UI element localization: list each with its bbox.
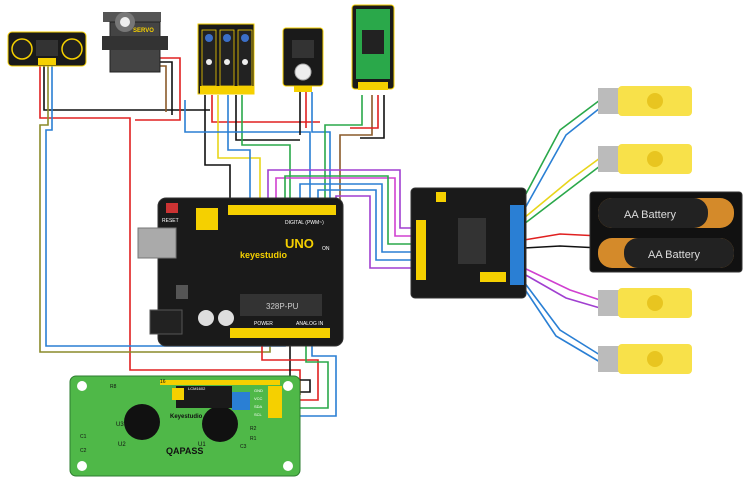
wire-motor3-purple bbox=[523, 273, 601, 309]
wire-bt-red bbox=[350, 95, 379, 129]
wire-battery-black bbox=[523, 245, 601, 249]
lcd-c3-label: C3 bbox=[240, 444, 247, 450]
wire-motor4-blue bbox=[523, 281, 601, 356]
wire-bt-brown bbox=[339, 95, 373, 205]
arduino-uno-board: RESET DIGITAL (PWM~) UNO keyestudio 328P… bbox=[137, 197, 344, 347]
line-tracking-sensors bbox=[197, 23, 255, 95]
ultrasonic-sensor bbox=[7, 31, 87, 67]
gear-motor-4 bbox=[598, 344, 692, 374]
lcd-u2-label: U2 bbox=[118, 442, 126, 448]
wire-ultrasonic-olive bbox=[39, 65, 271, 353]
lcd-u3-label: U3 bbox=[116, 422, 124, 428]
battery-pack: AA Battery AA Battery bbox=[589, 191, 743, 273]
wire-servo-red bbox=[135, 57, 181, 121]
uno-model-label: UNO bbox=[285, 236, 314, 251]
wire-drv-blue-1 bbox=[299, 183, 413, 253]
lcd-c1-label: C1 bbox=[80, 434, 87, 440]
wire-lcd-green bbox=[296, 335, 329, 409]
wire-drv-purple-1 bbox=[267, 169, 413, 229]
uno-analog-label: ANALOG IN bbox=[296, 321, 324, 327]
wire-track-blue-1 bbox=[227, 95, 251, 205]
battery-label-bottom: AA Battery bbox=[648, 249, 700, 261]
gear-motor-2 bbox=[598, 144, 692, 174]
wire-servo-black bbox=[156, 61, 173, 115]
wire-drv-green bbox=[284, 175, 413, 245]
wire-drv-blue-2 bbox=[317, 189, 413, 261]
wire-drv-purple-2 bbox=[335, 195, 413, 269]
gear-motor-1 bbox=[598, 86, 692, 116]
lcd-scl-label: SCL bbox=[254, 412, 263, 417]
wire-track-red-1 bbox=[211, 95, 320, 123]
wires bbox=[39, 57, 601, 417]
lcd-sda-label: SDA bbox=[254, 404, 263, 409]
uno-chip-label: 328P-PU bbox=[266, 302, 299, 311]
lcd-1602-module: 16 LCM1602 GND VCC SDA SCL Keyestudio QA… bbox=[69, 375, 301, 477]
bluetooth-module bbox=[351, 4, 395, 90]
wire-motor2-yellow bbox=[523, 157, 601, 219]
wire-track-blue-2 bbox=[184, 100, 311, 205]
lcd-u1-label: U1 bbox=[198, 442, 206, 448]
wire-battery-red bbox=[523, 233, 601, 241]
servo-motor: SERVO bbox=[102, 12, 168, 73]
lcd-r8-label: R8 bbox=[110, 384, 117, 390]
lcd-16-label: 16 bbox=[160, 379, 166, 385]
motor-driver-board bbox=[410, 187, 527, 299]
wire-motor3-magenta bbox=[523, 267, 601, 301]
wire-track-green-2 bbox=[241, 95, 291, 205]
wire-motor1-green bbox=[519, 99, 601, 206]
wire-lcd-red bbox=[261, 335, 319, 401]
wire-motor2-green bbox=[523, 165, 601, 225]
battery-label-top: AA Battery bbox=[624, 209, 676, 221]
wire-motor4-blue2 bbox=[523, 287, 601, 363]
wire-track-yellow-1 bbox=[217, 95, 261, 205]
lcd-brand-label: Keyestudio bbox=[170, 414, 203, 420]
wire-ultrasonic-red bbox=[39, 65, 301, 395]
uno-brand-label: keyestudio bbox=[240, 250, 288, 260]
lcd-model-label: QAPASS bbox=[166, 446, 203, 456]
wire-servo-brown bbox=[152, 65, 167, 112]
wire-bt-black bbox=[360, 95, 385, 139]
light-sensor bbox=[282, 27, 324, 92]
lcd-gnd-label: GND bbox=[254, 388, 263, 393]
wire-track-black-1 bbox=[204, 95, 231, 205]
gear-motor-3 bbox=[598, 288, 692, 318]
wire-track-black-2 bbox=[235, 95, 300, 141]
wire-ultrasonic-black bbox=[43, 65, 210, 111]
lcd-chip-label: LCM1602 bbox=[188, 386, 206, 391]
lcd-vcc-label: VCC bbox=[254, 396, 263, 401]
uno-reset-label: RESET bbox=[162, 218, 179, 224]
uno-digital-label: DIGITAL (PWM~) bbox=[285, 220, 324, 226]
wire-lcd-black bbox=[289, 335, 311, 393]
wire-lcd-blue bbox=[296, 335, 337, 417]
wire-bt-green bbox=[324, 95, 363, 205]
lcd-r1-label: R1 bbox=[250, 436, 257, 442]
servo-label: SERVO bbox=[133, 28, 154, 34]
wire-motor1-blue bbox=[523, 107, 601, 211]
lcd-c2-label: C2 bbox=[80, 448, 87, 454]
wire-light-blue bbox=[311, 92, 331, 205]
lcd-r2-label: R2 bbox=[250, 426, 257, 432]
uno-on-label: ON bbox=[322, 246, 330, 252]
uno-power-label: POWER bbox=[254, 321, 273, 327]
wire-drv-magenta bbox=[275, 177, 413, 237]
